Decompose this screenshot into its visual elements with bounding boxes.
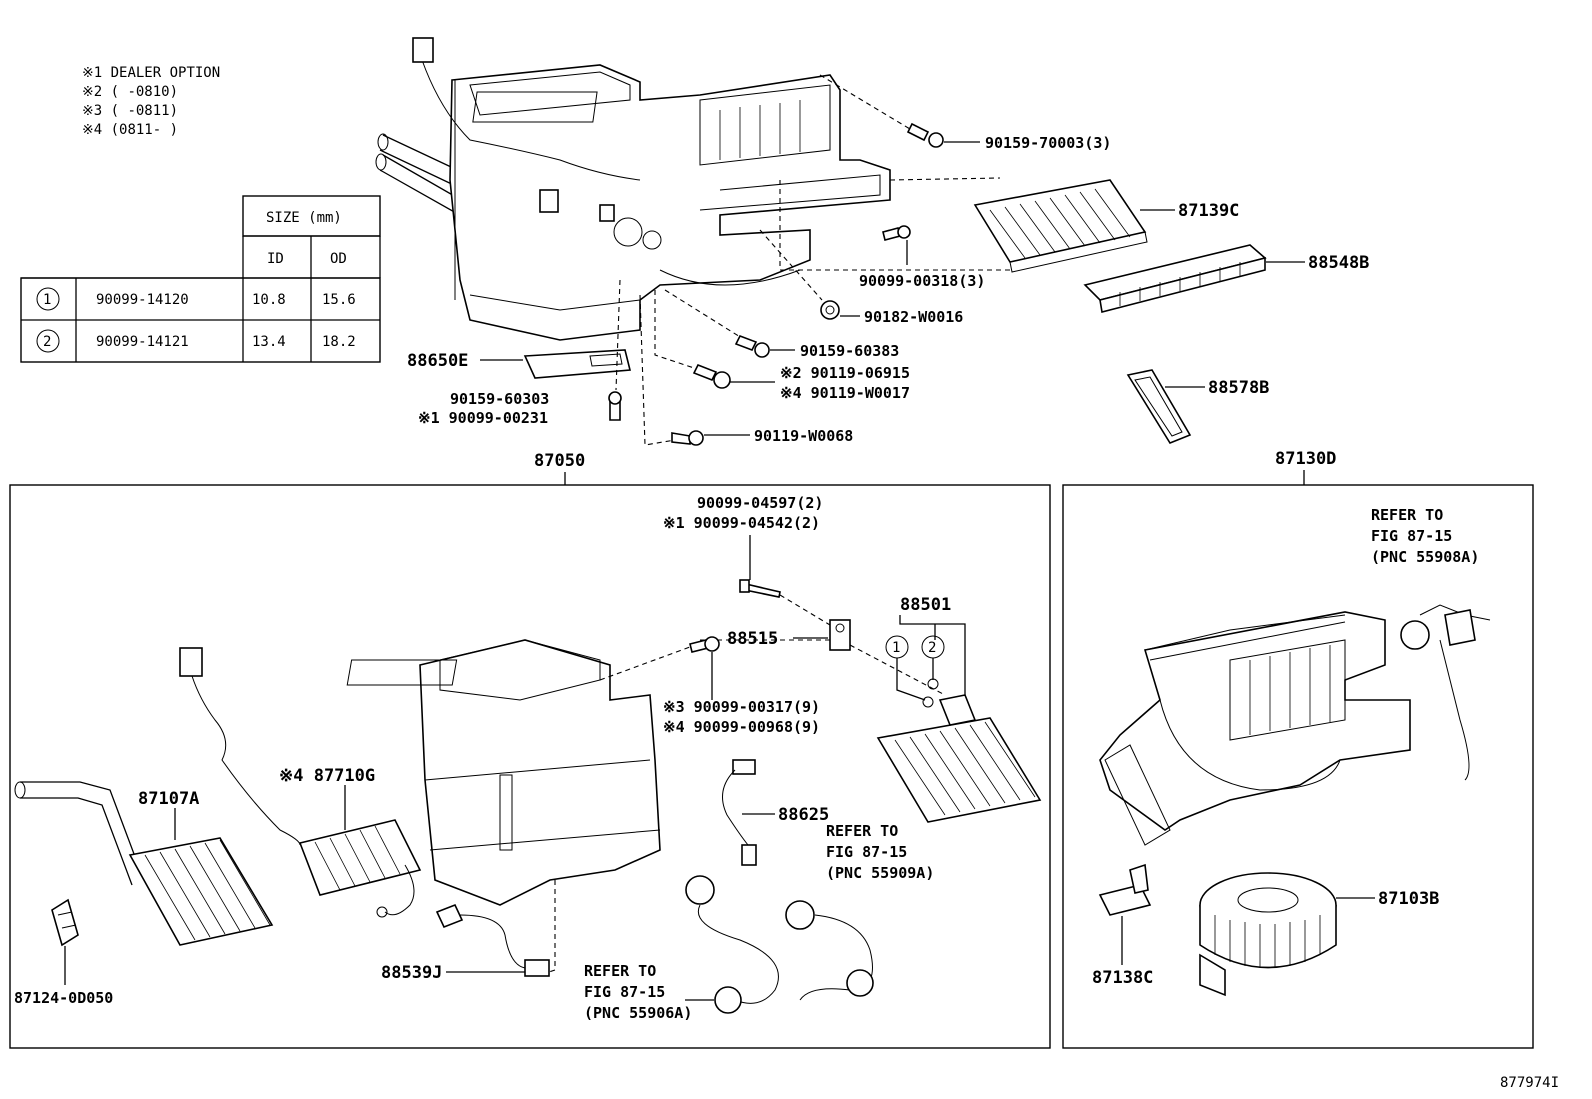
label-87710G: ※4 87710G <box>279 766 375 786</box>
refer-55906A-line3: (PNC 55906A) <box>584 1004 692 1022</box>
refer-55906A-line1: REFER TO <box>584 962 656 980</box>
label-87103B: 87103B <box>1378 889 1439 909</box>
box-87130D-contents: REFER TO FIG 87-15 (PNC 55908A) 87103B <box>1092 506 1491 997</box>
label-87138C: 87138C <box>1092 968 1153 988</box>
screw-90159-70003-icon <box>906 122 944 148</box>
sensor-88625-icon <box>722 759 757 866</box>
actuator-55908A-icon <box>1400 604 1491 781</box>
label-87050: 87050 <box>534 451 585 471</box>
label-90159-70003: 90159-70003(3) <box>985 134 1111 152</box>
refer-55909A-line3: (PNC 55909A) <box>826 864 934 882</box>
diagram-id: 877974I <box>1500 1075 1559 1091</box>
label-88501: 88501 <box>900 595 951 615</box>
refer-55906A-line2: FIG 87-15 <box>584 983 665 1001</box>
screw-90159-60303-icon <box>608 391 622 421</box>
col-id: ID <box>267 251 284 267</box>
label-90099-00231: ※1 90099-00231 <box>418 409 548 427</box>
row1-od: 15.6 <box>322 292 356 308</box>
label-90099-00318: 90099-00318(3) <box>859 272 985 290</box>
note-3: ※3 ( -0811) <box>82 103 178 119</box>
module-88650E-icon <box>523 349 632 379</box>
size-table: SIZE (mm) ID OD 1 90099-14120 10.8 15.6 … <box>20 195 381 363</box>
notes-block: ※1 DEALER OPTION ※2 ( -0810) ※3 ( -0811)… <box>82 65 220 138</box>
label-87139C: 87139C <box>1178 201 1239 221</box>
label-90099-00317: ※3 90099-00317(9) <box>663 698 820 716</box>
refer-55908A-line3: (PNC 55908A) <box>1371 548 1479 566</box>
screw-90099-00318-icon <box>882 225 911 241</box>
label-87130D: 87130D <box>1275 449 1336 469</box>
hvac-unit-assembly-drawing <box>375 37 891 341</box>
label-88578B: 88578B <box>1208 378 1269 398</box>
blower-motor-87103B-icon <box>1199 872 1337 997</box>
filter-87139C-icon <box>973 179 1148 273</box>
top-fasteners: 90159-70003(3) 90099-00318(3) 90182-W001… <box>407 74 1111 446</box>
heater-core-87107A-icon <box>14 781 274 946</box>
clip-87124-0D050-icon <box>51 898 79 947</box>
blower-housing-87130D-icon <box>1099 611 1411 846</box>
screw-90099-00317-icon <box>689 636 720 653</box>
ptc-heater-87710G-icon <box>179 647 422 918</box>
box-87130D <box>1062 484 1534 1049</box>
box-87050 <box>9 484 1051 1049</box>
col-od: OD <box>330 251 347 267</box>
label-87107A: 87107A <box>138 789 199 809</box>
note-4: ※4 (0811- ) <box>82 122 178 138</box>
screw-90159-60383-icon <box>734 334 770 358</box>
label-88625: 88625 <box>778 805 829 825</box>
filter-group: 87139C 88548B 88578B <box>973 179 1369 444</box>
screw-90119-W0068-icon <box>671 430 704 446</box>
evaporator-88501-icon <box>876 694 1042 823</box>
gasket-88578B-icon <box>1126 369 1192 444</box>
note-dealer-option: ※1 DEALER OPTION <box>82 65 220 81</box>
row1-id: 10.8 <box>252 292 286 308</box>
circle-mark-2: 2 <box>928 640 936 656</box>
label-88515: 88515 <box>727 629 778 649</box>
label-88539J: 88539J <box>381 963 442 983</box>
label-90119-W0017: ※4 90119-W0017 <box>780 384 910 402</box>
row1-mark: 1 <box>43 292 51 308</box>
resistor-87138C-icon <box>1098 863 1152 916</box>
heater-unit-housing-icon <box>346 639 661 906</box>
frame-88548B-icon <box>1083 244 1267 313</box>
label-90159-60383: 90159-60383 <box>800 342 899 360</box>
label-90119-W0068: 90119-W0068 <box>754 427 853 445</box>
screw-90119-06915-icon <box>692 363 731 389</box>
label-88650E: 88650E <box>407 351 468 371</box>
refer-55909A-line2: FIG 87-15 <box>826 843 907 861</box>
refer-55908A-line1: REFER TO <box>1371 506 1443 524</box>
label-87124-0D050: 87124-0D050 <box>14 989 113 1007</box>
note-2: ※2 ( -0810) <box>82 84 178 100</box>
size-header: SIZE (mm) <box>266 210 342 226</box>
actuator-55909A-icon <box>785 900 874 1001</box>
label-90099-00968: ※4 90099-00968(9) <box>663 718 820 736</box>
label-90159-60303: 90159-60303 <box>450 390 549 408</box>
nut-90182-W0016-icon <box>820 300 840 320</box>
label-88548B: 88548B <box>1308 253 1369 273</box>
bolt-90099-04597-icon <box>739 579 781 598</box>
label-90099-04597: 90099-04597(2) <box>697 494 823 512</box>
label-90099-04542: ※1 90099-04542(2) <box>663 514 820 532</box>
row2-id: 13.4 <box>252 334 286 350</box>
valve-88515-icon <box>829 619 851 651</box>
label-90119-06915: ※2 90119-06915 <box>780 364 910 382</box>
row2-od: 18.2 <box>322 334 356 350</box>
sensor-88539J-icon <box>435 903 550 977</box>
refer-55908A-line2: FIG 87-15 <box>1371 527 1452 545</box>
box-87050-contents: 90099-04597(2) ※1 90099-04542(2) 88515 8… <box>14 494 1042 1022</box>
row1-part: 90099-14120 <box>96 292 189 308</box>
actuator-55906A-icon <box>685 875 779 1014</box>
row2-mark: 2 <box>43 334 51 350</box>
circle-mark-1: 1 <box>892 640 900 656</box>
row2-part: 90099-14121 <box>96 334 189 350</box>
refer-55909A-line1: REFER TO <box>826 822 898 840</box>
label-90182-W0016: 90182-W0016 <box>864 308 963 326</box>
